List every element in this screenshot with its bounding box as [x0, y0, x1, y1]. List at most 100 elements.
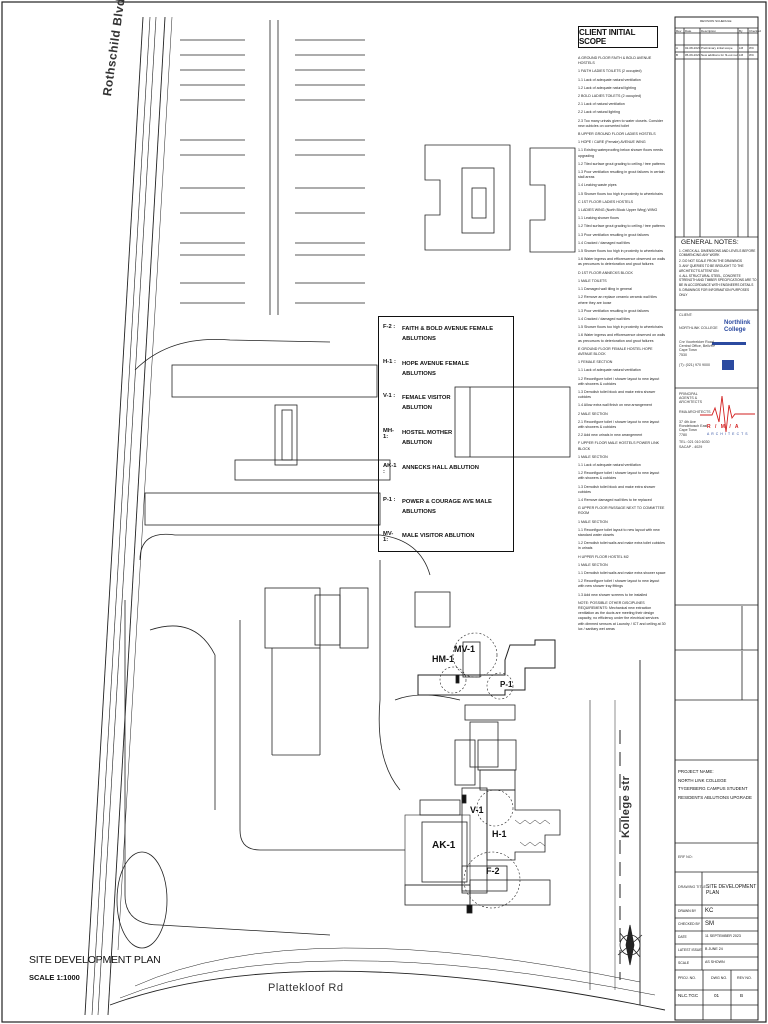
- scope-line: 1.2 Remove an replace ceramic ceramic wa…: [578, 295, 657, 305]
- scope-line: 1.4 Allow extra wall finish on new arran…: [578, 403, 652, 408]
- scope-line: 1 FAITH LADIES TOILETS (2 occupied): [578, 69, 642, 74]
- tag-v1: V-1: [470, 805, 484, 815]
- legend-item: MH-1: HOSTEL MOTHER ABLUTION: [383, 428, 472, 448]
- scope-line: 1.4 Cracked / damaged wall tiles: [578, 240, 630, 245]
- revision-cell: New additions for fit-out review: [701, 53, 738, 57]
- revision-cell: WC: [749, 46, 754, 50]
- general-notes-title: GENERAL NOTES:: [681, 239, 739, 246]
- scope-line: 1 MALE SECTION: [578, 562, 608, 567]
- scope-line: 1.5 Shower floors too high in proximity …: [578, 325, 663, 330]
- tag-ak1: AK-1: [432, 840, 456, 851]
- legend-desc: ANNECKS HALL ABLUTION: [402, 465, 479, 471]
- scope-line: 1 MALE SECTION: [578, 519, 608, 524]
- address-line: Cape Town: [679, 348, 697, 353]
- detail-value: SM: [705, 921, 714, 927]
- scope-line: 1.3 Add new shower screens to be install…: [578, 592, 648, 597]
- scope-line: 1.1 Lack of adequate natural ventilation: [578, 77, 641, 82]
- scope-line: 2.1 Reconfigure toilet / shower layout t…: [578, 419, 660, 429]
- scope-line: 1 HOPE / CARE (Female) AVENUE WING: [578, 140, 646, 145]
- revision-col-header: By: [739, 29, 743, 33]
- detail-value: KC: [705, 908, 714, 914]
- revision-cell: LM: [739, 46, 744, 50]
- scope-line: 1 FEMALE SECTION: [578, 360, 613, 365]
- detail-label: DRAWN BY: [678, 909, 697, 913]
- legend-item: F-2 : FAITH & BOLD AVENUE FEMALE ABLUTIO…: [383, 324, 502, 344]
- number-label: REV NO.: [737, 976, 752, 980]
- detail-value: B JUNE 24: [705, 947, 723, 951]
- northlink-logo: Northlink College: [724, 320, 750, 333]
- detail-label: DATE: [678, 935, 687, 939]
- project-label: PROJECT NAME:: [678, 769, 714, 774]
- legend-code: AK-1 :: [383, 463, 397, 475]
- legend-desc: MALE VISITOR ABLUTION: [402, 533, 475, 539]
- scope-line: 1.1 Leaking shower floors: [578, 216, 619, 221]
- address-line: 7530: [679, 352, 687, 357]
- number-value: 01: [714, 993, 720, 998]
- detail-label: LATEST ISSUE: [678, 948, 702, 952]
- revision-cell: LM: [739, 53, 744, 57]
- tag-p1: P-1: [500, 680, 513, 689]
- detail-value: 11 SEPTEMBER 2023: [705, 934, 741, 938]
- scope-line: 1 LADIES WING (North Block Upper Wing) W…: [578, 208, 658, 213]
- legend-desc: FEMALE VISITOR ABLUTION: [402, 395, 451, 411]
- scope-line: 1.4 Cracked / damaged wall tiles: [578, 316, 630, 321]
- address-line: Cnr Voortrekker Road: [679, 340, 714, 344]
- general-note-item: 3. ANY QUERIES TO BE BROUGHT TO THE ARCH…: [679, 264, 744, 273]
- legend-code: H-1 :: [383, 359, 396, 365]
- scope-line: 2.2 Add new urinals in new arrangement: [578, 433, 643, 438]
- scope-line: 1.5 Shower floors too high in proximity …: [578, 191, 663, 196]
- client-label: CLIENT:: [679, 313, 693, 317]
- legend-code: MH-1:: [383, 428, 394, 440]
- scope-line: 1.1 Lack of adequate natural ventilation: [578, 462, 641, 467]
- architects-name: RMA ARCHITECTS: [679, 410, 711, 414]
- scope-line: 1.4 Remove damaged wall tiles to be repl…: [578, 497, 652, 502]
- detail-row: CHECKED BY SM: [675, 918, 758, 931]
- scope-line: 1.2 Reconfigure toilet / shower layout t…: [578, 579, 660, 589]
- scope-line: 1.2 Demolish toilet walls and make extra…: [578, 541, 665, 551]
- legend-item: H-1 : HOPE AVENUE FEMALE ABLUTIONS: [383, 359, 492, 379]
- general-note-item: 5. DRAWINGS FOR INFORMATION PURPOSES ONL…: [679, 288, 750, 297]
- scope-line: 1.2 Tiled surface grout grading to ceili…: [578, 161, 665, 166]
- revision-col-header: Checked: [749, 29, 761, 33]
- scope-line: 1.1 Lack of adequate natural ventilation: [578, 368, 641, 373]
- project-line: TYGERBERG CAMPUS STUDENT: [678, 786, 748, 791]
- revision-cell: 05-09-2023: [685, 53, 701, 57]
- detail-label: CHECKED BY: [678, 922, 701, 926]
- revision-cell: WC: [749, 53, 754, 57]
- scope-line: A GROUND FLOOR FAITH & BOLD AVENUE HOSTE…: [578, 56, 652, 66]
- drawing-title-label: DRAWING TITLE:: [678, 885, 707, 889]
- scope-line: 2.3 Too many urinals given to water clos…: [578, 118, 664, 128]
- detail-row: DRAWN BY KC: [675, 905, 758, 918]
- scope-notes: A GROUND FLOOR FAITH & BOLD AVENUE HOSTE…: [578, 56, 666, 635]
- legend-code: F-2 :: [383, 324, 396, 330]
- plan-scale: SCALE 1:1000: [29, 973, 80, 982]
- tag-hm1: HM-1: [432, 654, 454, 664]
- scope-line: F UPPER FLOOR MALE HOSTELS POWER LINK BL…: [578, 441, 660, 451]
- general-note-item: 1. CHECK ALL DIMENSIONS AND LEVELS BEFOR…: [679, 249, 756, 258]
- scope-line: 1 MALE SECTION: [578, 454, 608, 459]
- legend-item: AK-1 : ANNECKS HALL ABLUTION: [383, 463, 512, 475]
- legend-desc: HOSTEL MOTHER ABLUTION: [402, 430, 453, 446]
- detail-row: DATE 11 SEPTEMBER 2023: [675, 931, 758, 944]
- number-label: DWG NO.: [711, 976, 728, 980]
- scope-line: C 1ST FLOOR LADIES HOSTELS: [578, 199, 634, 204]
- scope-line: 1 MALE TOILETS: [578, 278, 607, 283]
- number-label: PROJ. NO.: [678, 976, 696, 980]
- number-value: B: [740, 993, 744, 998]
- street-label-plattekloof: Plattekloof Rd: [268, 982, 344, 994]
- revision-heading: REVISION SCHEDULE: [700, 19, 732, 23]
- scope-line: H UPPER FLOOR HOSTEL M2: [578, 554, 629, 559]
- logo-word-1: Northlink: [724, 320, 751, 326]
- revision-cell: 02-08-2023: [685, 46, 701, 50]
- scope-line: 1.1 Demolish toilet walls and make extra…: [578, 571, 666, 576]
- architects-label: PRINCIPAL AGENTS & ARCHITECTS: [679, 392, 702, 405]
- scope-line: 1.3 Poor ventilation resulting in grout …: [578, 308, 649, 313]
- tag-h1: H-1: [492, 829, 507, 839]
- legend-code: MV-1:: [383, 531, 394, 543]
- scope-line: 1.2 Reconfigure toilet / shower layout t…: [578, 471, 660, 481]
- scope-line: NOTE: POSSIBLE OTHER DISCIPLINES REQUIRE…: [578, 600, 666, 631]
- scope-line: 1.6 Water ingress and efflorescence obse…: [578, 257, 666, 267]
